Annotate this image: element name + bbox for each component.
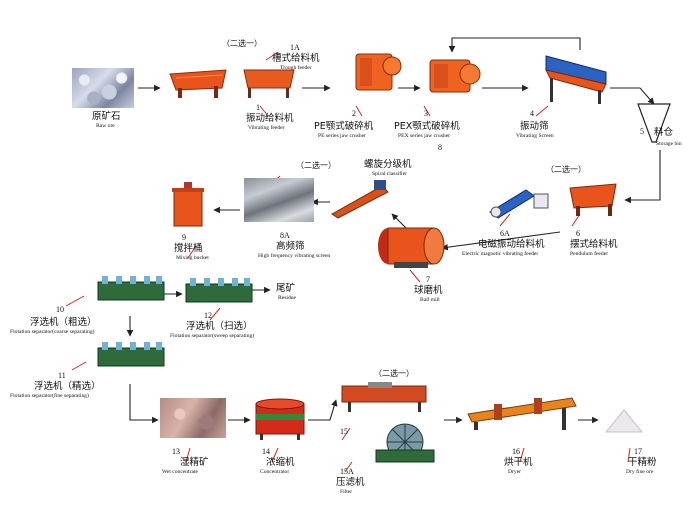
residue-label-en: Residue <box>278 295 297 301</box>
dry-ore-label: 干精粉 <box>628 457 657 468</box>
ball-mill-label: 球磨机 <box>414 285 443 296</box>
vibrating-screen-label: 振动筛 <box>520 121 549 132</box>
choose-one-label-3: （二选一） <box>296 161 336 170</box>
storage-bin-icon <box>637 103 671 143</box>
pe-crusher-label-en: PE series jaw crusher <box>318 133 366 139</box>
trough-feeder-number: 1A <box>290 43 300 52</box>
hf-screen-label: 高频筛 <box>276 241 305 252</box>
concentrator-label-en: Concentrator <box>260 469 290 475</box>
trough-feeder-icon <box>243 69 295 98</box>
flotation-fine-label-en: Flotation separator(fine separating) <box>10 393 89 399</box>
flotation-sweep-label-en: Flotation separator(sweep separating) <box>170 333 255 339</box>
storage-bin-label-en: Storage bin <box>656 141 682 147</box>
feeder-number: 1 <box>256 103 260 112</box>
residue-label: 尾矿 <box>276 283 296 294</box>
mixing-bucket-icon <box>172 182 204 227</box>
dryer-label-en: Dryer <box>508 469 522 475</box>
pe-crusher-number: 2 <box>352 109 356 118</box>
dry-fine-ore-pile-icon <box>604 409 644 433</box>
pe-crusher-label: PE颚式破碎机 <box>314 121 374 132</box>
flotation-rough-icon <box>97 276 165 301</box>
ball-mill-number: 7 <box>426 275 430 284</box>
hf-screen-number: 8A <box>280 231 290 240</box>
pex-extra-number: 8 <box>438 143 442 152</box>
storage-bin-label: 料仓 <box>654 127 674 138</box>
flotation-rough-label: 浮选机（粗选） <box>30 317 97 328</box>
pe-jaw-crusher-icon <box>355 53 402 91</box>
wet-concentrate-label-en: Wet concentrate <box>162 469 199 475</box>
wet-concentrate-label: 湿精矿 <box>180 457 209 468</box>
spiral-classifier-label: 螺旋分级机 <box>364 159 412 170</box>
flotation-rough-label-en: Flotation separator(coarse separating) <box>10 329 95 335</box>
raw-ore-label: 原矿石 <box>92 111 121 122</box>
pex-crusher-label: PEX颚式破碎机 <box>394 121 460 132</box>
dry-ore-number: 17 <box>634 447 642 456</box>
pex-crusher-number: 3 <box>424 109 428 118</box>
choose-one-label-1: （二选一） <box>222 39 262 48</box>
flotation-fine-number: 11 <box>58 371 66 380</box>
wet-concentrate-number: 13 <box>172 447 180 456</box>
dryer-label: 烘干机 <box>504 457 533 468</box>
vibrating-screen-icon <box>545 55 607 104</box>
flotation-rough-number: 10 <box>56 305 64 314</box>
ball-mill-icon <box>378 227 445 268</box>
flotation-sweep-number: 12 <box>204 311 212 320</box>
filter-press-label: 压滤机 <box>336 477 365 488</box>
filter-press-number: 15A <box>340 467 354 476</box>
filter-press-label-en: Filter <box>340 489 353 495</box>
choose-one-label-4: （二选一） <box>374 369 414 378</box>
arrow-bin-feeder <box>624 150 661 204</box>
vibrating-feeder-label: 振动给料机 <box>246 113 294 124</box>
filter-number: 15 <box>340 427 348 436</box>
em-feeder-number: 6A <box>500 229 510 238</box>
arrow-screen-bin <box>610 87 655 105</box>
em-feeder-label-en: Electric magnetic vibrating feeder <box>462 251 539 257</box>
electromagnetic-feeder-icon <box>489 189 549 219</box>
pex-jaw-crusher-icon <box>429 59 481 93</box>
dryer-number: 16 <box>512 447 520 456</box>
high-frequency-screen-image <box>244 178 314 222</box>
trough-feeder-label-en: Trough feeder <box>280 65 312 71</box>
hf-screen-label-en: High frequency vibrating screen <box>258 253 331 259</box>
belt-filter-icon <box>341 382 427 412</box>
arrow-thickener-filter <box>308 399 338 421</box>
concentrator-icon <box>255 398 305 440</box>
raw-ore-label-en: Raw ore <box>96 123 115 129</box>
pendulum-feeder-label: 摆式给料机 <box>570 239 618 250</box>
screen-number: 4 <box>530 109 534 118</box>
ball-mill-label-en: Ball mill <box>420 297 440 303</box>
flotation-sweep-icon <box>185 278 253 303</box>
vibrating-feeder-icon <box>169 69 227 98</box>
mixing-bucket-number: 9 <box>182 233 186 242</box>
arrow-screen-return <box>448 37 581 53</box>
dry-ore-label-en: Dry fine ore <box>626 469 654 475</box>
mixing-bucket-label-en: Mixing bucket <box>176 255 209 261</box>
rotary-dryer-icon <box>467 397 577 430</box>
wet-concentrate-image <box>160 398 226 438</box>
choose-one-label-2: （二选一） <box>546 165 586 174</box>
flotation-fine-label: 浮选机（精选） <box>34 381 101 392</box>
concentrator-label: 浓缩机 <box>266 457 295 468</box>
arrow-feeder-mill <box>441 231 561 251</box>
pex-crusher-label-en: PEX series jaw crusher <box>398 133 451 139</box>
concentrator-number: 14 <box>262 447 270 456</box>
pendulum-feeder-number: 6 <box>576 229 580 238</box>
arrow-fine-concentrate <box>129 384 159 424</box>
filter-press-icon <box>375 423 435 463</box>
flotation-sweep-label: 浮选机（扫选） <box>186 321 253 332</box>
mixing-bucket-label: 搅拌桶 <box>174 243 203 254</box>
trough-feeder-label: 槽式给料机 <box>272 53 320 64</box>
flotation-fine-icon <box>97 342 165 367</box>
pendulum-feeder-label-en: Pendulum feeder <box>570 251 609 257</box>
vibrating-feeder-label-en: Vibrating feeder <box>248 125 285 131</box>
raw-ore-image <box>72 68 134 108</box>
em-feeder-label: 电磁振动给料机 <box>478 239 545 250</box>
pendulum-feeder-icon <box>569 183 617 216</box>
spiral-classifier-icon <box>331 180 389 219</box>
spiral-classifier-label-en: Spiral classifier <box>372 171 407 177</box>
bin-number: 5 <box>640 127 644 136</box>
vibrating-screen-label-en: Vibrating Screen <box>516 133 554 139</box>
